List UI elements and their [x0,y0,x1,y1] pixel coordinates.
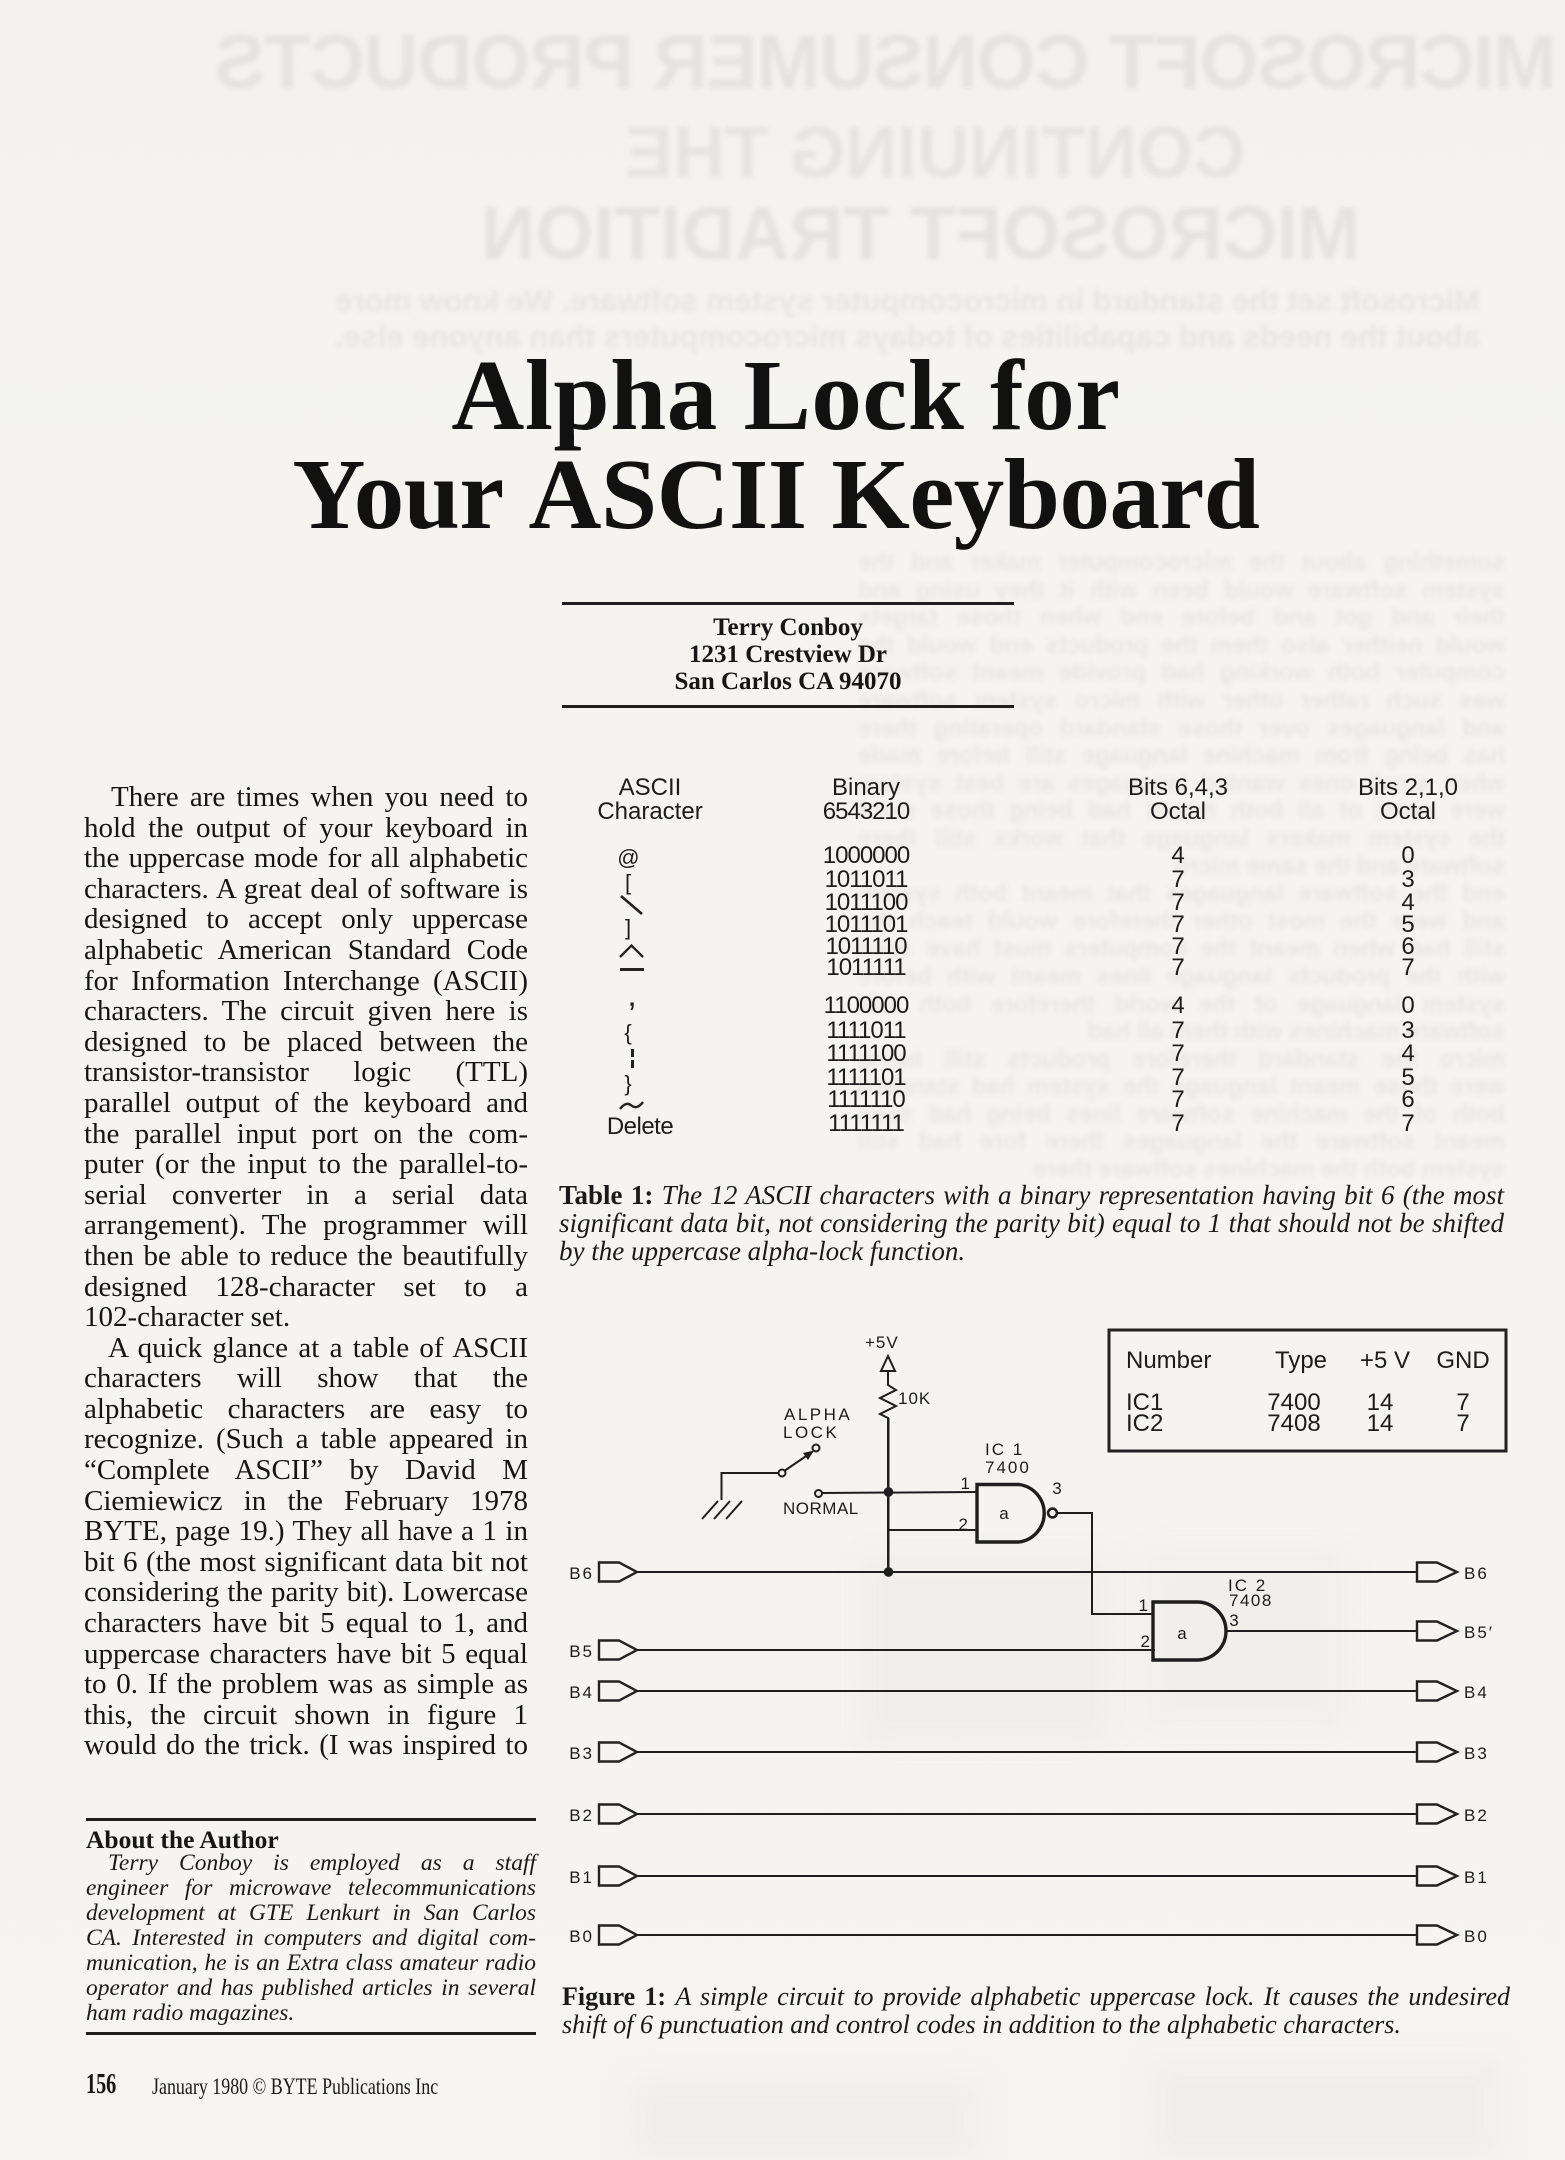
svg-text:B6: B6 [569,1564,594,1583]
svg-text:B0: B0 [1464,1927,1489,1946]
svg-text:14: 14 [1367,1389,1394,1416]
svg-text:7400: 7400 [1267,1389,1320,1416]
svg-text:7: 7 [1456,1389,1469,1416]
svg-text:ALPHA: ALPHA [784,1405,852,1424]
svg-text:+5 V: +5 V [1360,1347,1410,1374]
svg-text:10K: 10K [898,1389,931,1408]
svg-text:1: 1 [961,1474,970,1493]
svg-text:IC 1: IC 1 [985,1440,1024,1459]
svg-text:3: 3 [1229,1611,1238,1630]
svg-text:Number: Number [1126,1347,1211,1374]
svg-text:B3: B3 [1464,1744,1489,1763]
svg-text:B6: B6 [1464,1564,1489,1583]
svg-text:NORMAL: NORMAL [783,1499,859,1518]
svg-text:7408: 7408 [1267,1410,1320,1437]
svg-text:1: 1 [1139,1596,1148,1615]
svg-text:B2: B2 [1464,1806,1489,1825]
svg-text:7: 7 [1456,1410,1469,1437]
svg-text:GND: GND [1436,1347,1489,1374]
svg-text:2: 2 [959,1515,968,1534]
svg-text:B3: B3 [569,1744,594,1763]
svg-text:B4: B4 [569,1683,594,1702]
svg-text:B5: B5 [569,1642,594,1661]
svg-text:B2: B2 [569,1806,594,1825]
svg-text:a: a [1177,1624,1187,1643]
svg-text:14: 14 [1367,1410,1394,1437]
svg-text:B1: B1 [569,1868,594,1887]
svg-text:Type: Type [1275,1347,1327,1374]
svg-text:2: 2 [1141,1632,1150,1651]
svg-text:+5V: +5V [865,1333,899,1352]
svg-text:3: 3 [1052,1479,1061,1498]
svg-text:a: a [999,1504,1009,1523]
svg-text:B0: B0 [569,1927,594,1946]
svg-text:B4: B4 [1464,1683,1489,1702]
svg-text:IC1: IC1 [1126,1389,1163,1416]
svg-text:IC 2: IC 2 [1228,1576,1267,1595]
svg-text:IC2: IC2 [1126,1410,1163,1437]
svg-text:B5′: B5′ [1464,1623,1494,1642]
svg-text:7400: 7400 [985,1458,1031,1477]
svg-text:B1: B1 [1464,1868,1489,1887]
svg-text:7408: 7408 [1229,1591,1273,1610]
svg-text:LOCK: LOCK [783,1423,839,1442]
